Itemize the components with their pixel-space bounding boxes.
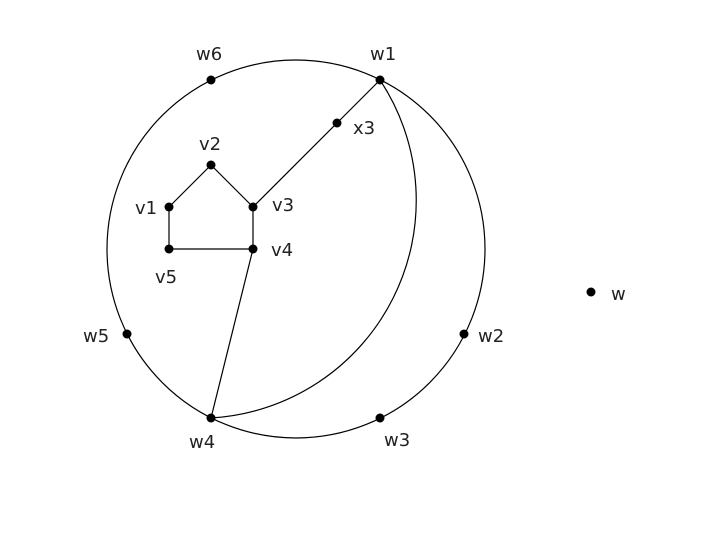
node-w4 xyxy=(206,413,216,423)
label-w4: w4 xyxy=(189,432,215,453)
edge-x3-v3 xyxy=(252,122,338,208)
node-v3 xyxy=(248,202,258,212)
outer-arc-w1-w-w4 xyxy=(210,79,417,419)
cycle-circle xyxy=(106,59,486,439)
label-w2: w2 xyxy=(478,326,504,347)
label-w: w xyxy=(611,284,626,305)
node-v2 xyxy=(206,160,216,170)
node-x3 xyxy=(332,118,342,128)
label-v5: v5 xyxy=(155,267,177,288)
label-v4: v4 xyxy=(271,240,293,261)
node-w2 xyxy=(459,329,469,339)
label-w3: w3 xyxy=(384,430,410,451)
label-w1: w1 xyxy=(370,44,396,65)
node-v5 xyxy=(164,244,174,254)
label-v2: v2 xyxy=(199,134,221,155)
node-w3 xyxy=(375,413,385,423)
edge-w1-x3 xyxy=(336,79,381,124)
node-v1 xyxy=(164,202,174,212)
label-x3: x3 xyxy=(353,118,375,139)
edge-v4-w4 xyxy=(210,248,254,419)
label-v3: v3 xyxy=(272,195,294,216)
node-w6 xyxy=(206,75,216,85)
node-w5 xyxy=(122,329,132,339)
node-v4 xyxy=(248,244,258,254)
label-w6: w6 xyxy=(196,44,222,65)
edge-v1-v2 xyxy=(168,164,212,208)
node-w1 xyxy=(375,75,385,85)
node-w xyxy=(586,287,596,297)
label-w5: w5 xyxy=(83,326,109,347)
label-v1: v1 xyxy=(135,198,157,219)
edge-v2-v3 xyxy=(210,164,254,208)
